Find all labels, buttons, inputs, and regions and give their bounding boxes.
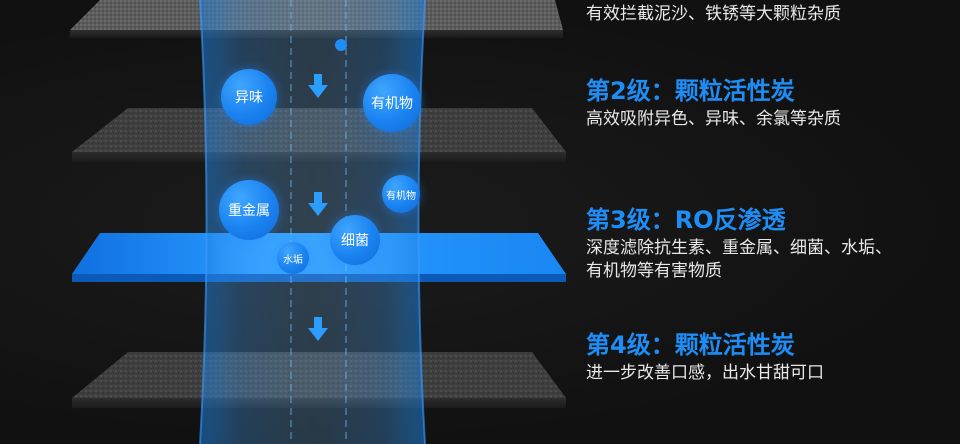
stage-2-text: 第2级：颗粒活性炭 高效吸附异色、异味、余氯等杂质 (586, 76, 946, 131)
stage-3-title: 第3级：RO反渗透 (586, 206, 786, 234)
water-droplet-dot (335, 39, 347, 51)
stage-3-text: 第3级：RO反渗透 深度滤除抗生素、重金属、细菌、水垢、有机物等有害物质 (586, 205, 946, 283)
stage-4-text: 第4级：颗粒活性炭 进一步改善口感，出水甘甜可口 (586, 330, 946, 385)
impurity-bubble-bacteria: 细菌 (330, 215, 380, 265)
stage-3-description: 深度滤除抗生素、重金属、细菌、水垢、有机物等有害物质 (586, 238, 892, 281)
impurity-bubble-organic-small: 有机物 (382, 175, 420, 213)
impurity-bubble-organic-large: 有机物 (363, 74, 421, 132)
down-arrow-icon (308, 192, 328, 216)
stage-2-description: 高效吸附异色、异味、余氯等杂质 (586, 109, 841, 129)
stage-4-title: 第4级：颗粒活性炭 (586, 331, 795, 359)
impurity-bubble-heavy-metal: 重金属 (219, 180, 279, 240)
down-arrow-icon (308, 74, 328, 98)
stage-1-description: 有效拦截泥沙、铁锈等大颗粒杂质 (586, 4, 841, 24)
stage-1-text: 有效拦截泥沙、铁锈等大颗粒杂质 (586, 3, 946, 26)
stage-4-description: 进一步改善口感，出水甘甜可口 (586, 363, 824, 383)
impurity-bubble-odor: 异味 (221, 69, 277, 125)
stage-2-title: 第2级：颗粒活性炭 (586, 77, 795, 105)
down-arrow-icon (308, 317, 328, 341)
impurity-bubble-scale: 水垢 (277, 242, 309, 274)
